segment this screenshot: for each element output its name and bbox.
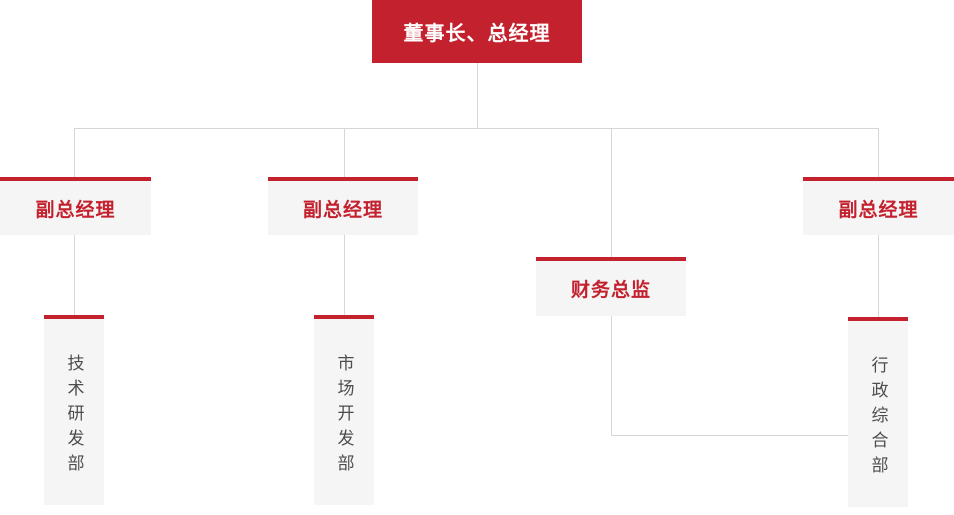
connector-drop-vice-gm-3	[878, 128, 879, 177]
vice-gm-label-3: 副总经理	[838, 199, 919, 221]
connector-root-drop	[477, 63, 478, 128]
tech-rd-department-label: 技术研发部	[64, 353, 84, 479]
admin-general-department-label: 行政综合部	[868, 355, 888, 481]
vice-gm-box-3: 副总经理	[803, 177, 954, 235]
connector-finance-elbow-horizontal	[611, 435, 848, 436]
vice-gm-box-2: 副总经理	[268, 177, 418, 235]
connector-drop-finance	[611, 128, 612, 257]
tech-rd-department-box: 技术研发部	[44, 315, 104, 505]
connector-main-horizontal	[74, 128, 879, 129]
chairman-general-manager-label: 董事长、总经理	[403, 23, 551, 45]
market-dev-department-box: 市场开发部	[314, 315, 374, 505]
vice-gm-label-2: 副总经理	[302, 199, 383, 221]
connector-drop-vice-gm-2	[344, 128, 345, 177]
vice-gm-box-1: 副总经理	[0, 177, 151, 235]
admin-general-department-box: 行政综合部	[848, 317, 908, 507]
connector-vice3-to-dept	[878, 235, 879, 317]
connector-vice2-to-dept	[344, 235, 345, 315]
finance-director-box: 财务总监	[536, 257, 686, 316]
vice-gm-label-1: 副总经理	[35, 199, 116, 221]
market-dev-department-label: 市场开发部	[334, 353, 354, 479]
finance-director-label: 财务总监	[570, 280, 651, 301]
connector-finance-elbow-vertical	[611, 316, 612, 435]
connector-drop-vice-gm-1	[74, 128, 75, 177]
connector-vice1-to-dept	[74, 235, 75, 315]
chairman-general-manager-box: 董事长、总经理	[372, 0, 582, 63]
